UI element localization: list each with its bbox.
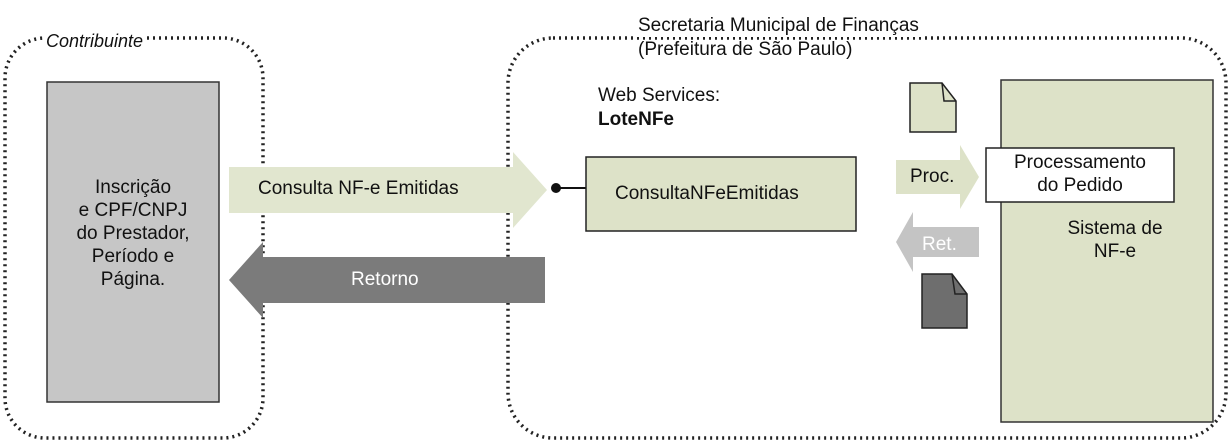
contribuinte-title: Contribuinte	[44, 30, 146, 52]
sistema-box	[1000, 79, 1214, 423]
contribuinte-line-1: Inscrição	[94, 177, 172, 198]
web-services-label: Web Services:	[598, 85, 721, 106]
request-document-icon	[909, 82, 957, 133]
processamento-line-2: do Pedido	[1037, 175, 1123, 196]
proc-label: Proc.	[910, 166, 955, 187]
service-name: ConsultaNFeEmitidas	[615, 183, 799, 204]
secretaria-title-line2: (Prefeitura de São Paulo)	[638, 39, 853, 60]
processamento-box	[985, 147, 1175, 203]
contribuinte-box-text: Inscrição e CPF/CNPJ do Prestador, Perío…	[47, 176, 219, 291]
ret-label: Ret.	[922, 234, 957, 255]
request-arrow-label: Consulta NF-e Emitidas	[258, 178, 459, 199]
sistema-text: Sistema de NF-e	[1020, 217, 1210, 263]
sistema-line-2: NF-e	[1093, 241, 1137, 262]
ret-arrow	[896, 212, 979, 272]
secretaria-title-line1: Secretaria Municipal de Finanças	[635, 15, 922, 37]
contribuinte-box	[46, 81, 220, 403]
secretaria-boundary	[506, 36, 1228, 440]
response-arrow-label: Retorno	[351, 269, 419, 290]
response-document-icon	[921, 273, 968, 329]
response-arrow	[229, 242, 545, 318]
contribuinte-line-4: Período e	[91, 246, 175, 267]
contribuinte-line-5: Página.	[100, 269, 166, 290]
processamento-text: Processamento do Pedido	[986, 151, 1174, 197]
service-box	[585, 156, 857, 232]
processamento-line-1: Processamento	[1013, 152, 1146, 173]
contribuinte-line-2: e CPF/CNPJ	[78, 200, 188, 221]
contribuinte-line-3: do Prestador,	[76, 223, 190, 244]
web-services-name: LoteNFe	[598, 109, 674, 130]
proc-arrow	[896, 145, 979, 209]
sistema-line-1: Sistema de	[1067, 218, 1163, 239]
request-arrow	[229, 152, 547, 228]
service-connector-dot	[551, 183, 561, 193]
